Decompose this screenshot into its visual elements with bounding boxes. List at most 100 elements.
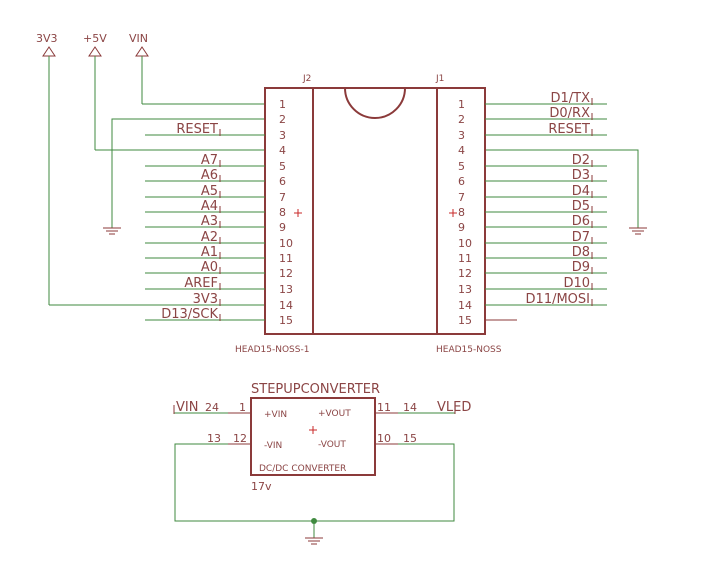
converter-name: STEPUPCONVERTER [251, 382, 380, 397]
j2-pin-4: 4 [279, 144, 286, 157]
j1-net-label: D2 [572, 153, 590, 168]
converter-pin-num-1: 1 [239, 401, 246, 414]
j2-pin-number: 3 [279, 129, 286, 142]
supply-vin-symbol: VIN [129, 32, 149, 104]
j2-pin-9: A3 9 [145, 214, 286, 234]
converter-pin-num-12: 12 [233, 432, 247, 445]
j1-net-label: D11/MOSI [526, 292, 590, 307]
j1-pin-1: D1/TX 1 [458, 91, 607, 111]
j2-pin-1: 1 [279, 98, 286, 111]
j1-pin-number: 10 [458, 237, 472, 250]
converter-wire-num-15: 15 [403, 432, 417, 445]
j1-value: HEAD15-NOSS [436, 345, 502, 355]
ground-symbol-j1 [485, 149, 647, 235]
j2-net-label: A6 [201, 168, 218, 183]
converter-wire-num-24: 24 [205, 401, 219, 414]
j1-pin-9: D6 9 [458, 214, 607, 234]
supply-5v-symbol: +5V [83, 32, 107, 150]
j1-net-label: D3 [572, 168, 590, 183]
j2-pin-number: 1 [279, 98, 286, 111]
j1-pin-7: D4 7 [458, 184, 607, 204]
supply-3v3-symbol: 3V3 [36, 32, 58, 305]
j2-pin-number: 14 [279, 299, 293, 312]
j2-pin-13: AREF 13 [145, 276, 293, 296]
j2-pin-2: 2 [279, 113, 286, 126]
converter-ground-net: 13 15 [174, 432, 455, 545]
j2-pin-number: 10 [279, 237, 293, 250]
j1-refdes: J1 [435, 74, 444, 84]
j1-net-label: D1/TX [550, 91, 590, 106]
j1-pin-number: 15 [458, 314, 472, 327]
j2-net-label: AREF [184, 276, 218, 291]
j2-net-label: 3V3 [193, 292, 218, 307]
j2-pin-number: 2 [279, 113, 286, 126]
j2-pin-number: 15 [279, 314, 293, 327]
j2-pin-number: 9 [279, 221, 286, 234]
j2-net-label: A2 [201, 230, 218, 245]
j2-pin-10: A2 10 [145, 230, 293, 250]
converter-pin-plus-vin: +VIN [264, 410, 287, 420]
j2-pin-14: 3V3 14 [193, 292, 293, 312]
j2-net-label: A3 [201, 214, 218, 229]
supply-5v-label: +5V [83, 32, 107, 45]
j1-pin-13: D10 13 [458, 276, 607, 296]
j2-pin-12: A0 12 [145, 260, 293, 280]
j2-pin-number: 5 [279, 160, 286, 173]
header-notch [344, 87, 406, 119]
j1-pin-11: D8 11 [458, 245, 607, 265]
j2-pin-number: 7 [279, 191, 286, 204]
j2-pin-7: A5 7 [145, 184, 286, 204]
j1-pin-number: 7 [458, 191, 465, 204]
j2-value: HEAD15-NOSS-1 [235, 345, 309, 355]
j2-pin-11: A1 11 [145, 245, 293, 265]
header-j2: J2 HEAD15-NOSS-1 [235, 74, 314, 355]
j2-net-label: D13/SCK [161, 307, 218, 322]
j2-refdes: J2 [302, 74, 311, 84]
converter-wire-num-14: 14 [403, 401, 417, 414]
j1-net-label: RESET [548, 122, 590, 137]
j2-net-label: A1 [201, 245, 218, 260]
j2-net-label: A4 [201, 199, 218, 214]
j2-pin-5: A7 5 [145, 153, 286, 173]
j1-pin-10: D7 10 [458, 230, 607, 250]
j1-pin-3: RESET 3 [458, 122, 607, 142]
j1-net-label: D0/RX [549, 106, 590, 121]
converter-vin-net: VIN 24 [173, 400, 228, 415]
j1-pin-number: 5 [458, 160, 465, 173]
j1-pin-number: 11 [458, 252, 472, 265]
j1-pin-number: 6 [458, 175, 465, 188]
j1-pin-5: D2 5 [458, 153, 607, 173]
converter-pin-plus-vout: +VOUT [318, 409, 351, 419]
j2-net-label: A0 [201, 260, 218, 275]
j1-pin-2: D0/RX 2 [458, 106, 607, 126]
converter-value: 17v [251, 480, 272, 493]
converter-pin-num-11: 11 [377, 401, 391, 414]
header-j1: J1 HEAD15-NOSS [435, 74, 502, 355]
j1-pin-number: 13 [458, 283, 472, 296]
j2-pin-number: 13 [279, 283, 293, 296]
j2-pin-number: 12 [279, 267, 293, 280]
ground-symbol-j2 [103, 118, 265, 235]
j1-pin-number: 12 [458, 267, 472, 280]
j2-pin-3: RESET 3 [145, 122, 286, 142]
j1-pin-number: 4 [458, 144, 465, 157]
stepup-converter: STEPUPCONVERTER +VIN +VOUT -VIN -VOUT DC… [228, 382, 398, 493]
j1-net-label: D6 [572, 214, 590, 229]
j1-pin-number: 1 [458, 98, 465, 111]
converter-vled-net: VLED 14 [398, 400, 471, 415]
j1-pin-8: D5 8 [458, 199, 607, 219]
j1-net-label: D8 [572, 245, 590, 260]
j1-pin-number: 3 [458, 129, 465, 142]
j1-net-label: D5 [572, 199, 590, 214]
j1-net-label: D7 [572, 230, 590, 245]
converter-pin-minus-vin: -VIN [264, 441, 282, 451]
converter-pin-num-10: 10 [377, 432, 391, 445]
converter-net-out-label: VLED [437, 400, 471, 415]
supply-vin-label: VIN [129, 32, 148, 45]
j1-pin-6: D3 6 [458, 168, 607, 188]
j1-net-label: D4 [572, 184, 590, 199]
j1-pin-15: 15 [458, 314, 517, 327]
supply-3v3-label: 3V3 [36, 32, 58, 45]
j2-net-label: A7 [201, 153, 218, 168]
